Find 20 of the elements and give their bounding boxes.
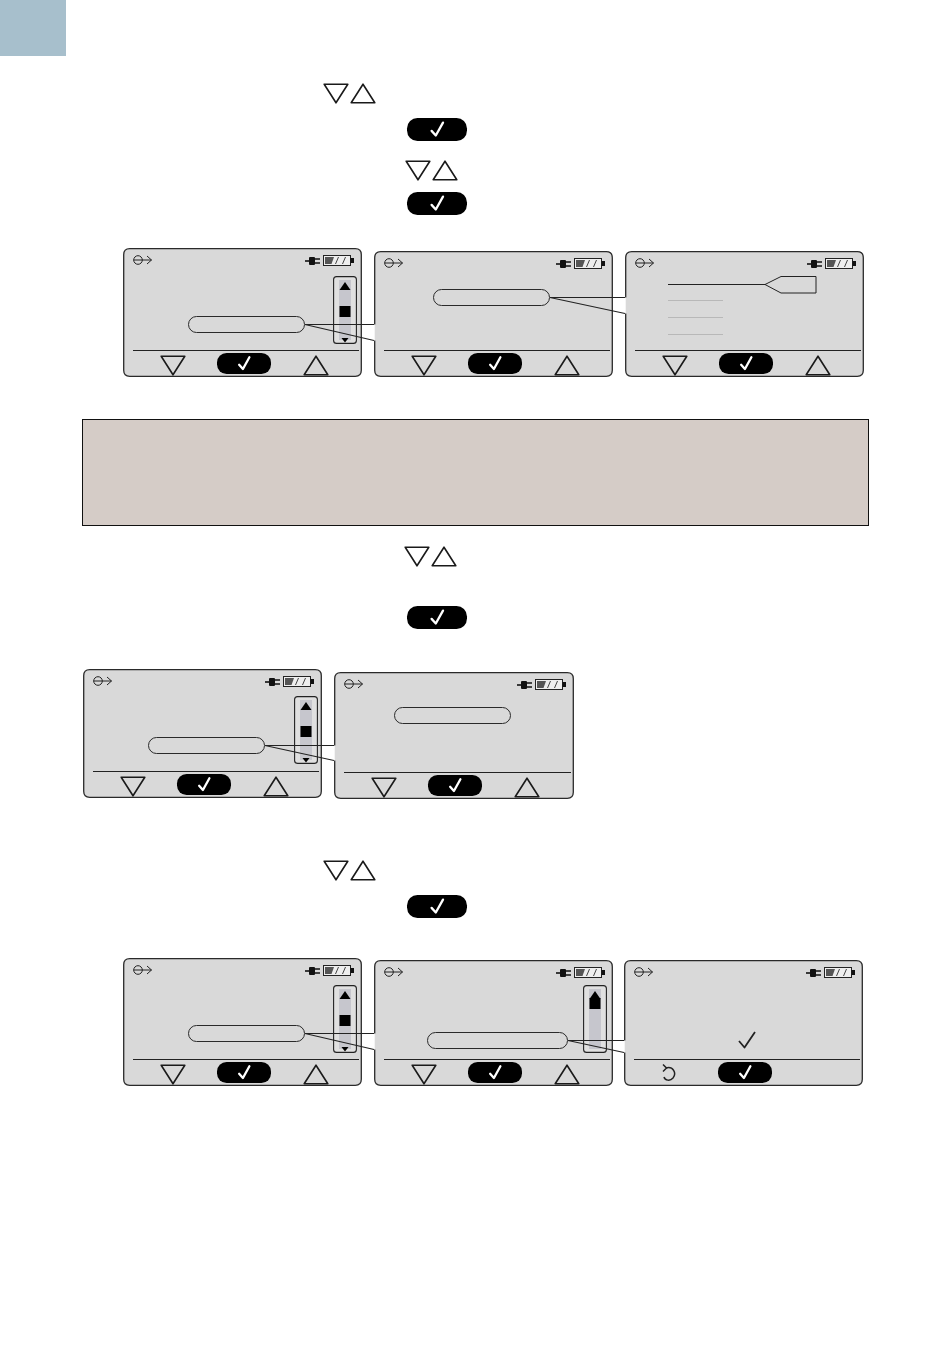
note-panel bbox=[82, 419, 869, 526]
device-screen bbox=[625, 251, 864, 377]
device-screen bbox=[123, 248, 362, 377]
device-screen bbox=[334, 672, 574, 799]
selection-highlight bbox=[427, 1032, 568, 1049]
callout-line bbox=[264, 744, 335, 762]
selection-highlight bbox=[433, 289, 550, 306]
selection-highlight bbox=[188, 1025, 305, 1042]
device-screen bbox=[83, 669, 322, 798]
callout-line bbox=[304, 1032, 375, 1051]
device-screen bbox=[374, 960, 613, 1086]
selection-highlight bbox=[188, 316, 305, 333]
selection-highlight bbox=[148, 737, 265, 754]
callout-line bbox=[549, 296, 626, 315]
selection-highlight bbox=[394, 707, 511, 724]
device-screen bbox=[123, 958, 362, 1086]
device-screen bbox=[624, 960, 863, 1086]
callout-line bbox=[304, 323, 375, 342]
callout-line bbox=[567, 1039, 625, 1054]
device-screen bbox=[374, 251, 613, 377]
